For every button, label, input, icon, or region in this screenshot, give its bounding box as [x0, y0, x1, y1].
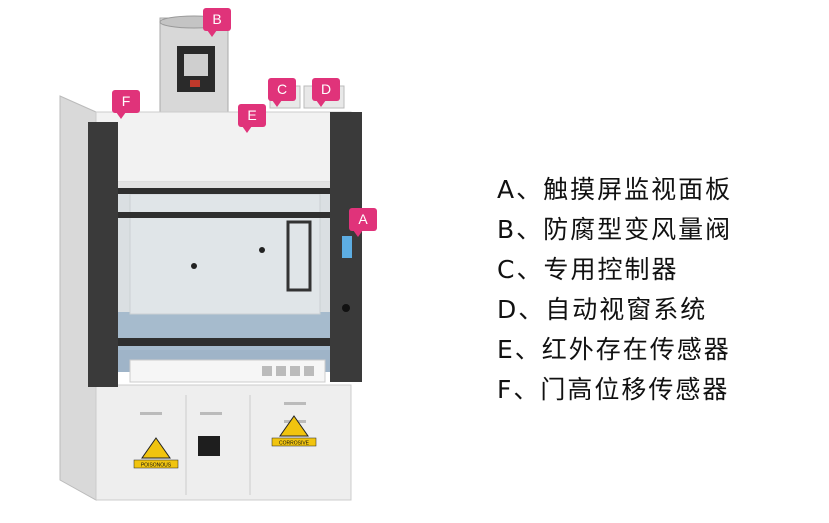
- legend-item-d: D、自动视窗系统: [497, 295, 708, 324]
- legend-item-c: C、专用控制器: [497, 255, 679, 284]
- marker-a: A: [349, 208, 377, 237]
- socket: [276, 366, 286, 376]
- air-valve-indicator: [190, 80, 200, 87]
- socket: [304, 366, 314, 376]
- door-handle: [140, 412, 162, 415]
- sash-bar-1: [118, 188, 330, 194]
- sash-knob: [342, 304, 350, 312]
- exhaust-port: [198, 436, 220, 456]
- warning-text-left: POISONOUS: [141, 463, 172, 469]
- marker-b: B: [203, 8, 231, 37]
- cabinet-base: [95, 384, 352, 501]
- service-fitting: [259, 247, 265, 253]
- control-strip: [129, 359, 326, 383]
- marker-d: D: [312, 78, 340, 107]
- service-fitting: [191, 263, 197, 269]
- sash-bar-2: [118, 212, 330, 218]
- socket: [262, 366, 272, 376]
- legend-item-b: B、防腐型变风量阀: [497, 215, 733, 244]
- air-valve-window: [184, 54, 208, 76]
- legend-item-a: A、触摸屏监视面板: [497, 175, 733, 204]
- marker-f: F: [112, 90, 140, 119]
- sash-bar-3: [118, 338, 330, 346]
- cabinet-top: [95, 111, 352, 183]
- warning-plate-right: [271, 437, 317, 447]
- left-frame: [88, 122, 118, 387]
- warning-triangle-right: [279, 415, 309, 437]
- side-panel-frame: [286, 220, 312, 292]
- marker-c: C: [268, 78, 296, 107]
- legend-item-f: F、门高位移传感器: [497, 375, 730, 404]
- marker-e: E: [238, 104, 266, 133]
- warning-triangle-left: [141, 437, 171, 459]
- warning-plate-left: [133, 459, 179, 469]
- legend-item-e: E、红外存在传感器: [497, 335, 731, 364]
- component-legend: A、触摸屏监视面板 B、防腐型变风量阀 C、专用控制器 D、自动视窗系统 E、红…: [497, 170, 817, 410]
- door-handle: [284, 402, 306, 405]
- socket: [290, 366, 300, 376]
- touch-panel: [342, 236, 352, 258]
- warning-text-right: CORROSIVE: [279, 441, 310, 447]
- door-handle: [200, 412, 222, 415]
